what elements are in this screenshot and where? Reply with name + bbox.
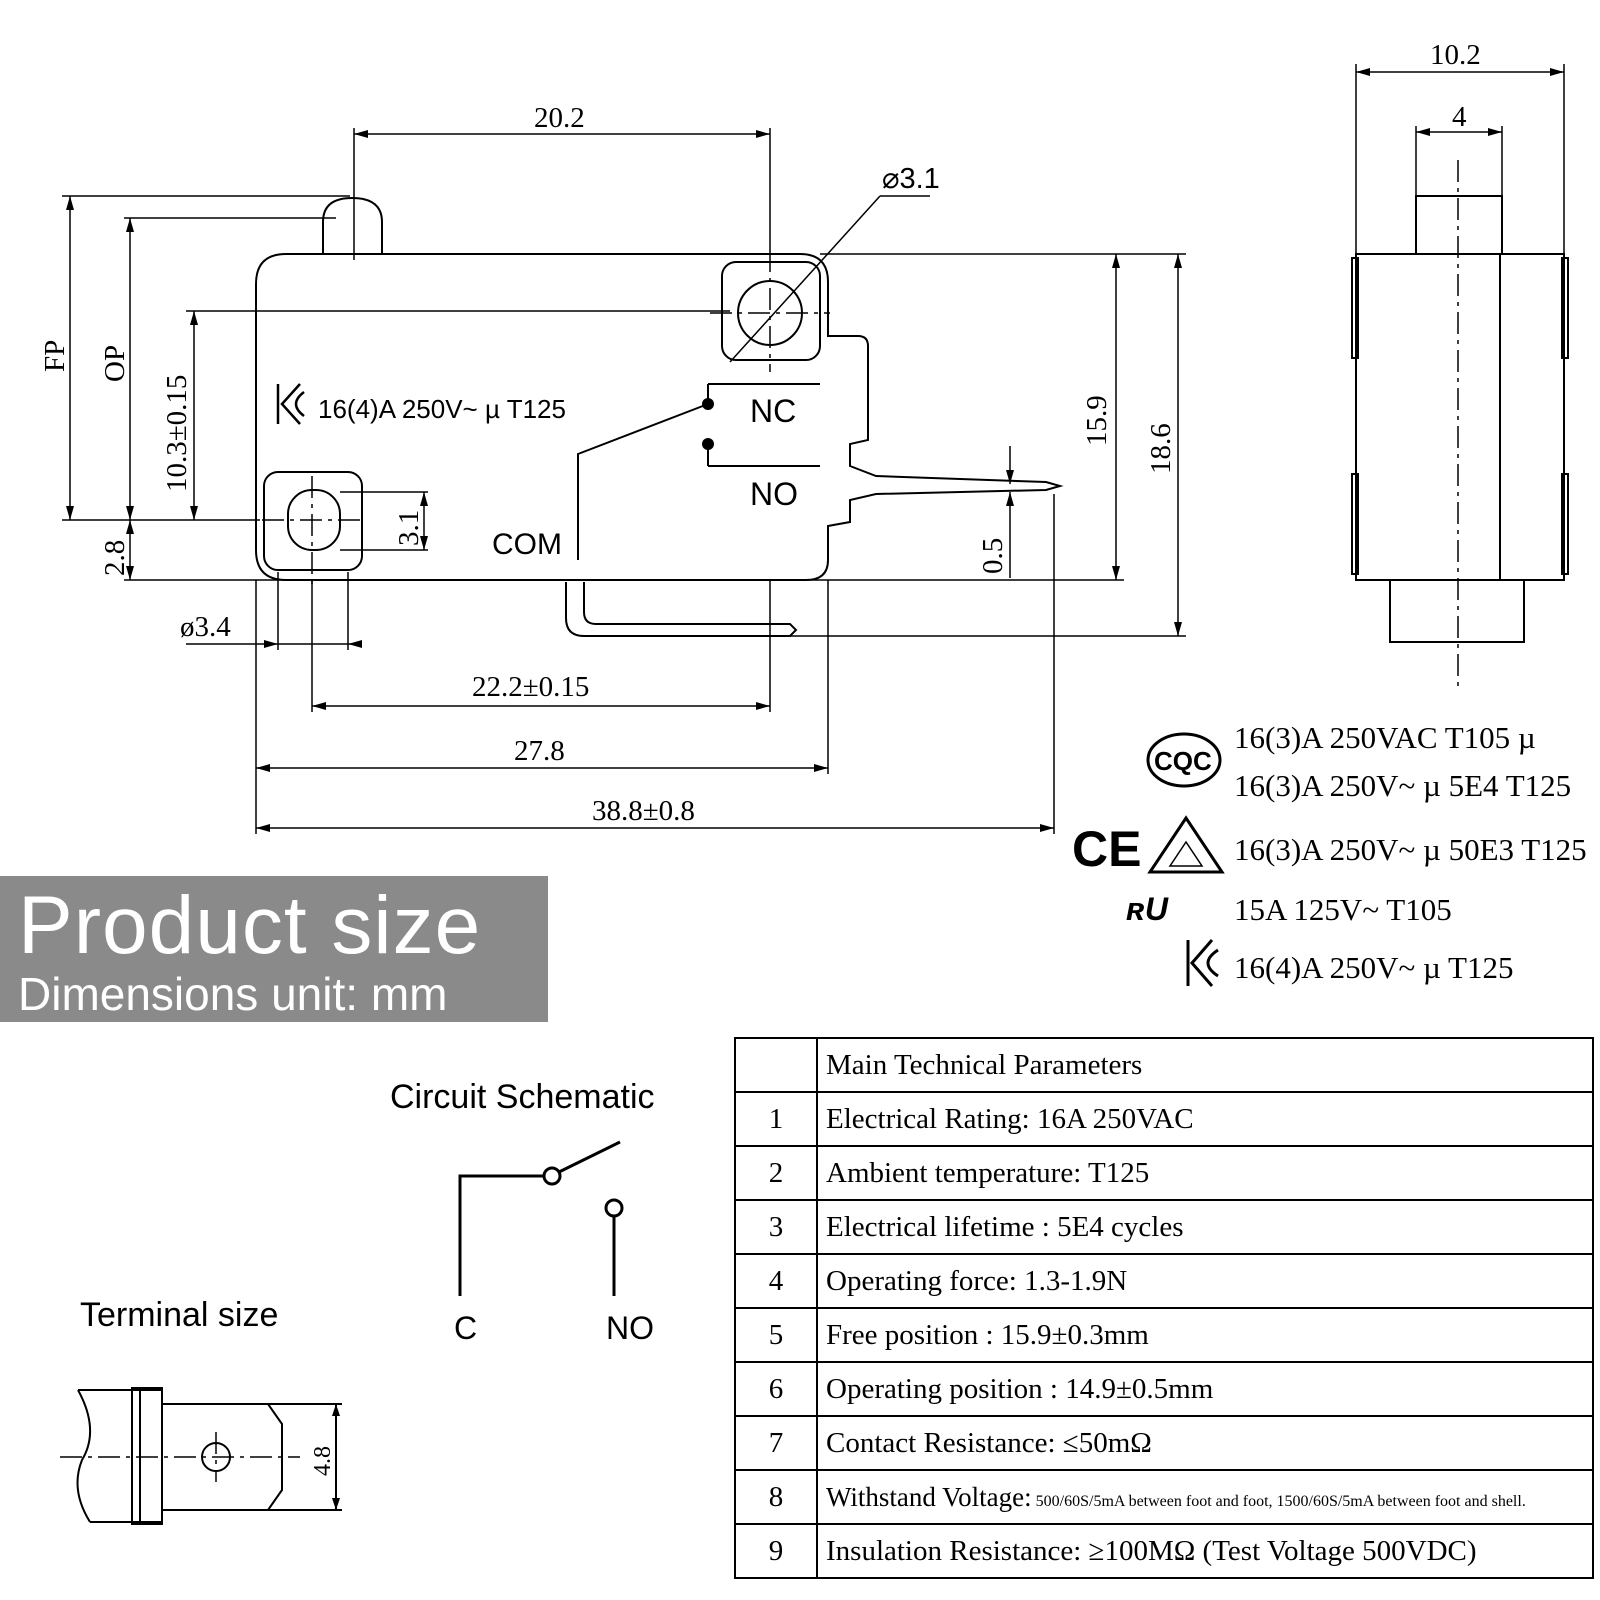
dim-3-1: 3.1 bbox=[393, 510, 425, 546]
banner-title: Product size bbox=[18, 880, 482, 971]
cqc-mark-icon: CQC bbox=[1146, 732, 1222, 788]
table-header: Main Technical Parameters bbox=[816, 1037, 1594, 1093]
dim-10-2: 10.2 bbox=[1430, 39, 1481, 71]
cert-line-1: 16(3)A 250VAC T105 µ bbox=[1234, 720, 1536, 755]
dim-op: OP bbox=[99, 345, 131, 382]
schematic-no-label: NO bbox=[606, 1310, 654, 1346]
dim-38-8: 38.8±0.8 bbox=[592, 795, 695, 827]
product-size-banner: Product size Dimensions unit: mm bbox=[0, 876, 548, 1022]
dim-2-8: 2.8 bbox=[99, 540, 131, 576]
nc-label: NC bbox=[750, 393, 796, 429]
cert-line-4: 15A 125V~ T105 bbox=[1234, 892, 1452, 927]
schematic-title: Circuit Schematic bbox=[390, 1078, 655, 1116]
com-terminal bbox=[565, 582, 798, 637]
cert-line-2: 16(3)A 250V~ µ 5E4 T125 bbox=[1234, 768, 1572, 803]
table-header-row: Main Technical Parameters bbox=[734, 1037, 1594, 1093]
kc-mark-icon bbox=[1186, 939, 1219, 987]
side-view-body bbox=[1355, 253, 1565, 581]
dim-10-3: 10.3±0.15 bbox=[161, 375, 193, 492]
dim-18-6: 18.6 bbox=[1145, 423, 1177, 474]
side-view-plunger bbox=[1415, 195, 1503, 255]
dim-3-4: ø3.4 bbox=[180, 611, 231, 643]
dim-4: 4 bbox=[1452, 101, 1467, 133]
circuit-schematic bbox=[458, 1140, 624, 1296]
cert-line-5: 16(4)A 250V~ µ T125 bbox=[1234, 950, 1514, 985]
body-rating: 16(4)A 250V~ µ T125 bbox=[318, 394, 566, 424]
dim-22-2: 22.2±0.15 bbox=[472, 671, 589, 703]
dim-fp: FP bbox=[39, 340, 71, 372]
terminal-drawing: 4.8 bbox=[60, 1387, 342, 1525]
lever bbox=[577, 403, 709, 560]
plunger bbox=[322, 196, 383, 254]
ul-mark-icon: ʀU bbox=[1126, 891, 1169, 927]
mount-square-com bbox=[263, 471, 363, 571]
dim-0-5: 0.5 bbox=[977, 538, 1009, 574]
vde-mark-icon bbox=[1147, 815, 1225, 874]
terminal-title: Terminal size bbox=[80, 1296, 279, 1334]
dim-4-8: 4.8 bbox=[310, 1446, 336, 1476]
ce-mark-icon: CE bbox=[1072, 821, 1141, 877]
com-label: COM bbox=[492, 528, 562, 561]
dim-27-8: 27.8 bbox=[514, 735, 565, 767]
banner-subtitle: Dimensions unit: mm bbox=[18, 968, 448, 1020]
kc-mark-icon bbox=[276, 383, 305, 425]
cert-line-3: 16(3)A 250V~ µ 50E3 T125 bbox=[1234, 832, 1587, 867]
dim-15-9: 15.9 bbox=[1081, 395, 1113, 446]
no-label: NO bbox=[750, 476, 798, 512]
dim-20-2: 20.2 bbox=[534, 102, 585, 134]
dim-hole-dia: ⌀3.1 bbox=[882, 163, 940, 195]
side-view-terminal bbox=[1389, 579, 1525, 643]
svg-text:CQC: CQC bbox=[1154, 746, 1212, 776]
schematic-c-label: C bbox=[454, 1310, 478, 1346]
